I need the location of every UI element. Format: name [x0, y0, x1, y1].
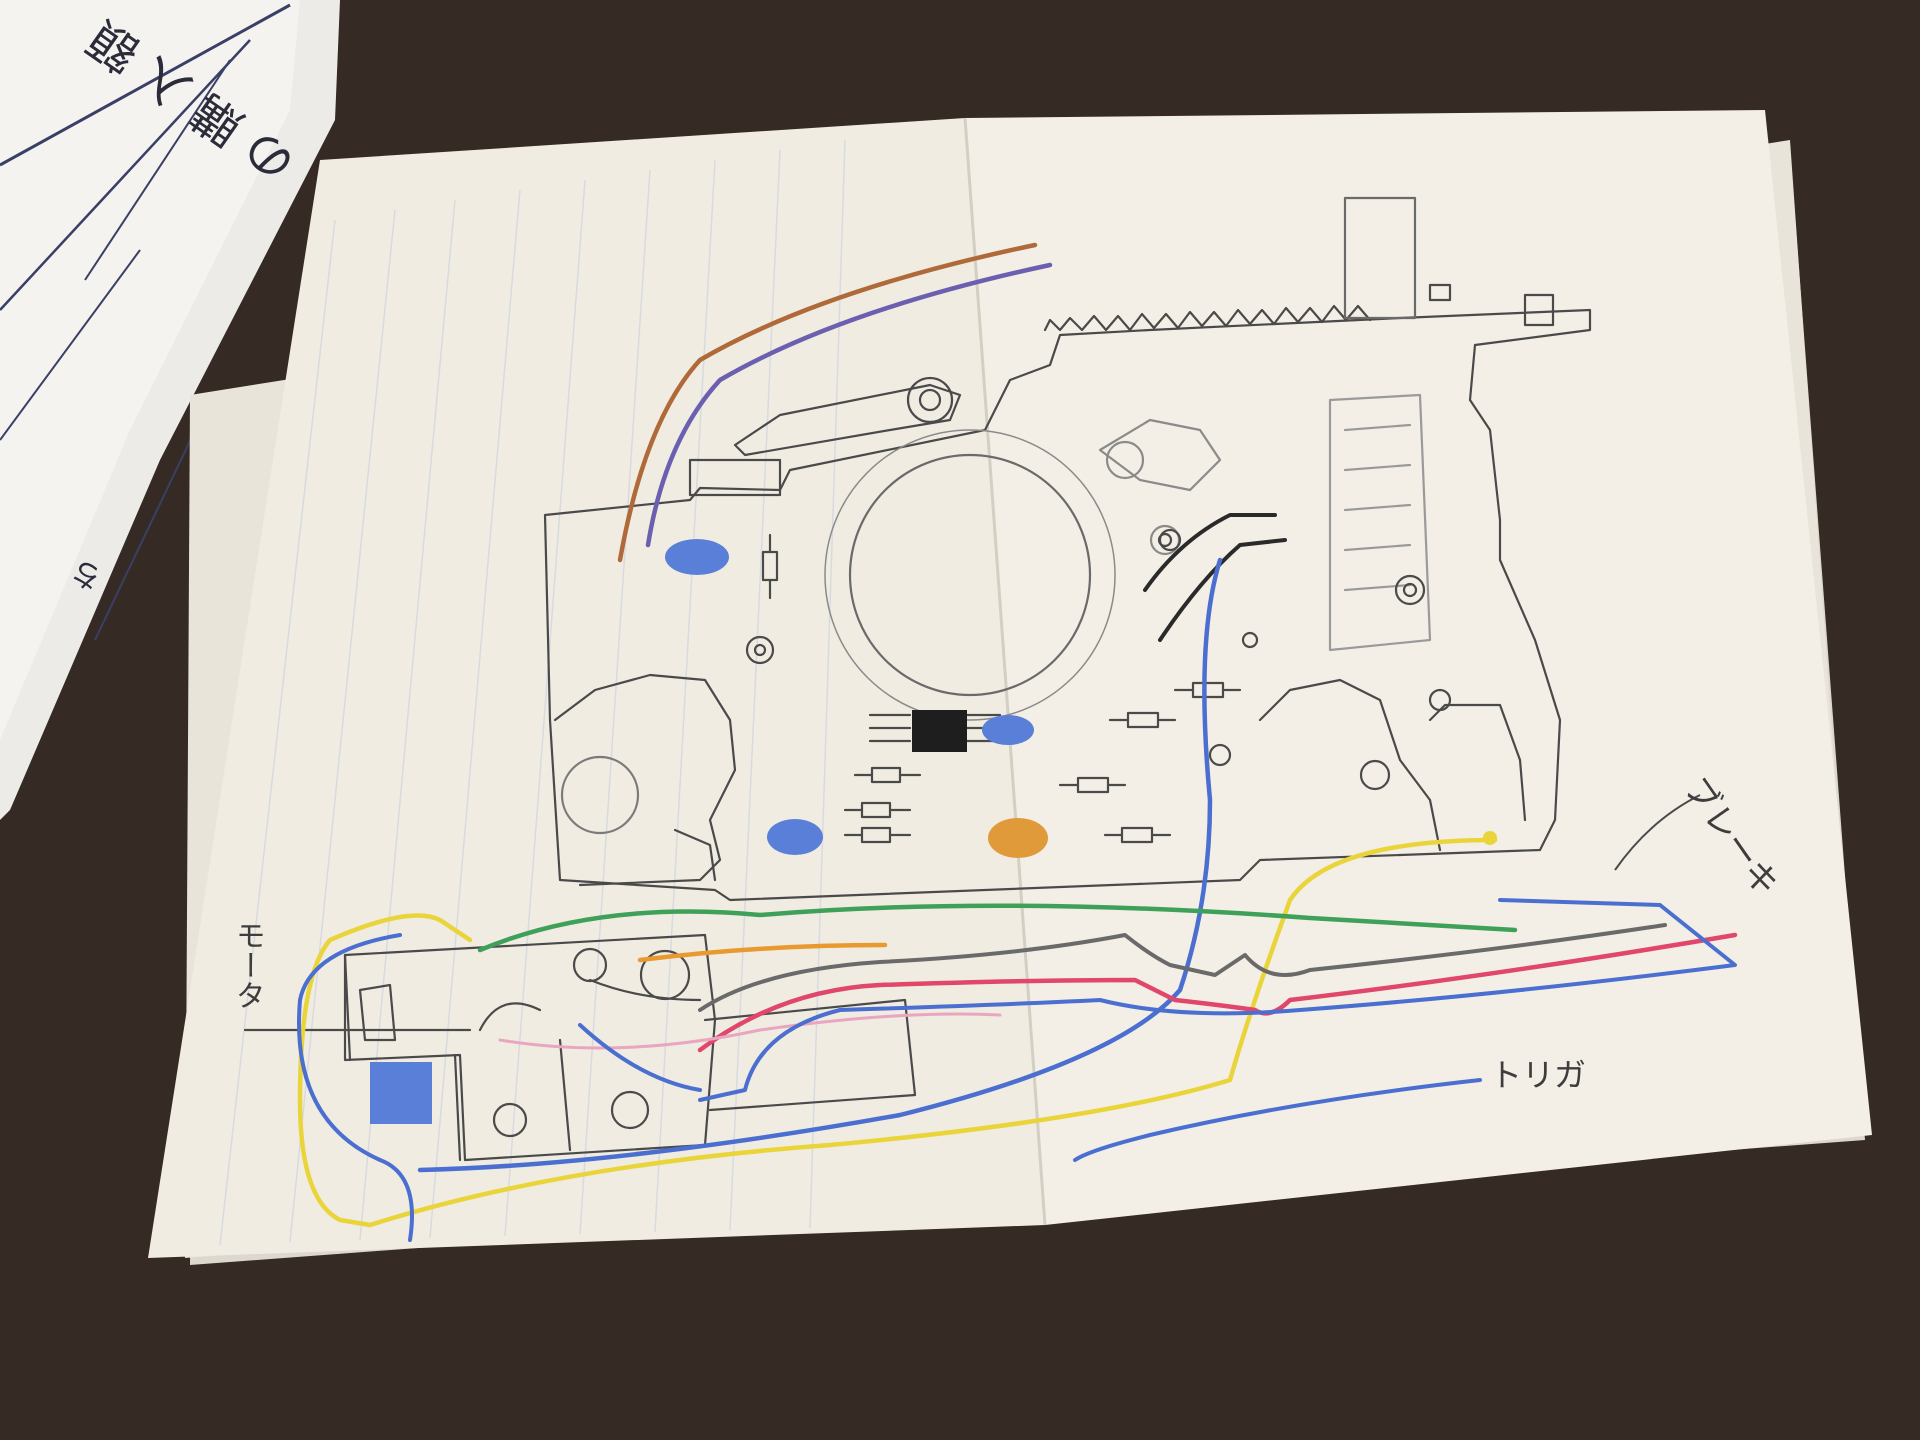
- capacitor-blue-2: [982, 715, 1034, 745]
- wire-purple: [645, 262, 1053, 548]
- wire-blue-trigger: [1073, 1078, 1482, 1162]
- wire-green: [477, 903, 1518, 953]
- pencil-drawing: [243, 196, 1592, 1162]
- wire-red: [697, 932, 1738, 1053]
- colored-wires: [297, 242, 1738, 1242]
- wire-blue-brake: [698, 898, 1737, 1102]
- motor-block-blue: [370, 1062, 432, 1124]
- wire-blue-main: [417, 557, 1223, 1173]
- capacitor-blue-1: [665, 539, 729, 575]
- ruled-lines: [219, 139, 846, 1246]
- form-sheet: [0, 0, 340, 820]
- components: [370, 539, 1497, 1124]
- wire-orange: [637, 942, 888, 963]
- capacitor-orange: [988, 818, 1048, 858]
- wire-brown: [617, 242, 1038, 563]
- ic-chip: [912, 710, 967, 752]
- label-trigger: トリガ: [1490, 1056, 1587, 1094]
- wire-gray: [698, 923, 1667, 1012]
- capacitor-blue-3: [767, 819, 823, 855]
- wire-yellow: [297, 837, 1498, 1228]
- label-motor: モータ: [230, 920, 265, 1010]
